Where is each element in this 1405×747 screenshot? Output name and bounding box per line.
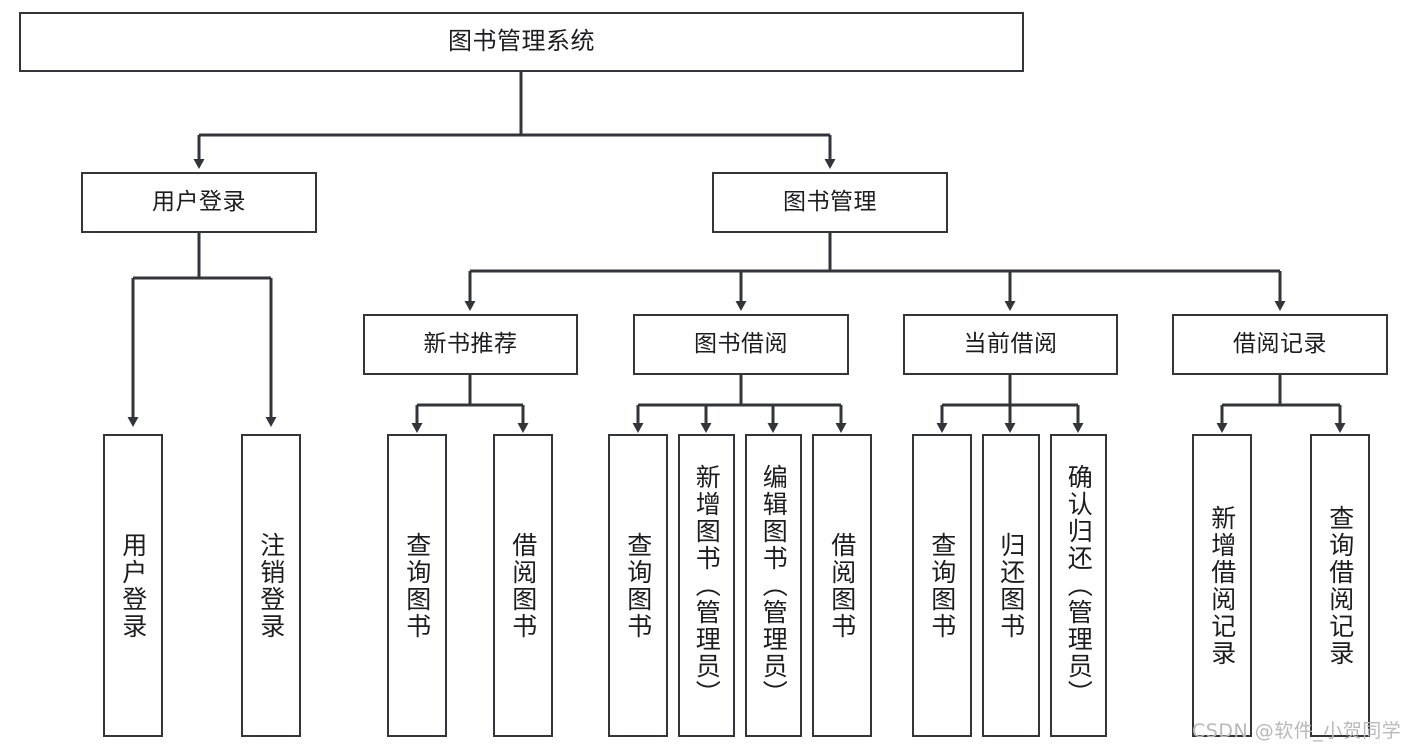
node-leaf-query-book-1[interactable]: 查询图书 <box>387 434 447 737</box>
node-leaf-edit-book-admin[interactable]: 编辑图书（管理员） <box>745 434 802 737</box>
node-leaf-confirm-return-admin[interactable]: 确认归还（管理员） <box>1050 434 1107 737</box>
node-book-management[interactable]: 图书管理 <box>712 172 948 233</box>
node-leaf-query-book-3[interactable]: 查询图书 <box>912 434 972 737</box>
node-leaf-borrow-book-1-label: 借阅图书 <box>508 531 538 640</box>
node-book-borrow[interactable]: 图书借阅 <box>633 314 849 375</box>
node-borrow-record-label: 借阅记录 <box>1233 331 1327 358</box>
node-leaf-borrow-book-2-label: 借阅图书 <box>827 531 857 640</box>
node-leaf-user-login[interactable]: 用户登录 <box>103 434 163 737</box>
node-new-book-recommend-label: 新书推荐 <box>423 331 518 358</box>
node-leaf-add-borrow-record[interactable]: 新增借阅记录 <box>1192 434 1252 737</box>
node-book-borrow-label: 图书借阅 <box>694 331 788 358</box>
node-leaf-query-book-2[interactable]: 查询图书 <box>608 434 668 737</box>
node-root[interactable]: 图书管理系统 <box>19 12 1024 72</box>
node-leaf-query-book-2-label: 查询图书 <box>623 531 653 640</box>
node-current-borrow[interactable]: 当前借阅 <box>903 314 1118 375</box>
node-leaf-query-book-1-label: 查询图书 <box>402 531 432 640</box>
node-book-management-label: 图书管理 <box>783 189 877 216</box>
csdn-watermark: CSDN @软件_小贺同学 <box>1192 720 1402 742</box>
node-leaf-logout-login-label: 注销登录 <box>256 531 286 640</box>
node-current-borrow-label: 当前借阅 <box>963 331 1058 358</box>
node-leaf-query-borrow-record-label: 查询借阅记录 <box>1325 504 1355 667</box>
node-root-label: 图书管理系统 <box>448 27 595 56</box>
node-leaf-query-book-3-label: 查询图书 <box>927 531 957 640</box>
node-new-book-recommend[interactable]: 新书推荐 <box>363 314 578 375</box>
node-leaf-borrow-book-1[interactable]: 借阅图书 <box>493 434 553 737</box>
node-leaf-add-book-admin[interactable]: 新增图书（管理员） <box>678 434 735 737</box>
node-borrow-record[interactable]: 借阅记录 <box>1172 314 1388 375</box>
node-leaf-borrow-book-2[interactable]: 借阅图书 <box>812 434 872 737</box>
node-user-login[interactable]: 用户登录 <box>81 172 317 233</box>
node-leaf-edit-book-admin-label: 编辑图书（管理员） <box>759 464 789 707</box>
node-leaf-logout-login[interactable]: 注销登录 <box>241 434 301 737</box>
node-leaf-add-borrow-record-label: 新增借阅记录 <box>1207 504 1237 667</box>
node-leaf-return-book-label: 归还图书 <box>996 531 1026 640</box>
node-leaf-confirm-return-admin-label: 确认归还（管理员） <box>1064 464 1094 707</box>
node-leaf-return-book[interactable]: 归还图书 <box>982 434 1040 737</box>
node-leaf-add-book-admin-label: 新增图书（管理员） <box>692 464 722 707</box>
node-user-login-label: 用户登录 <box>152 189 246 216</box>
node-leaf-query-borrow-record[interactable]: 查询借阅记录 <box>1310 434 1370 737</box>
node-leaf-user-login-label: 用户登录 <box>118 531 148 640</box>
